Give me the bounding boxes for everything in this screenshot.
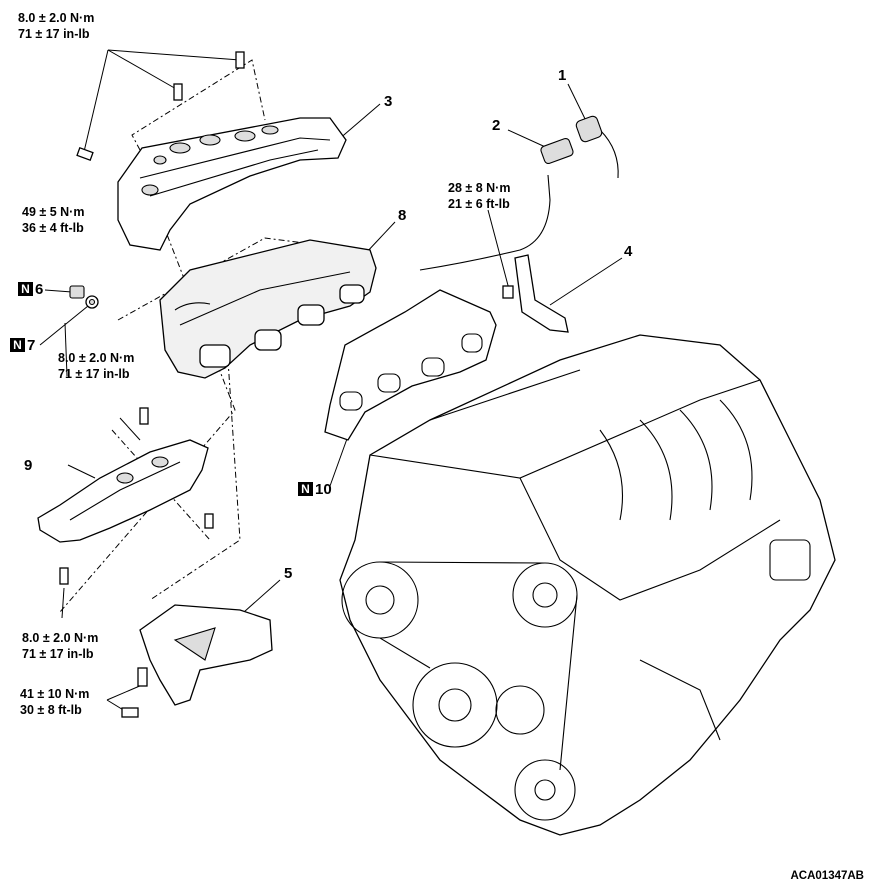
oxygen-sensor [419,115,619,299]
nut-and-washer [69,285,99,309]
torque-imperial: 71 ± 17 in-lb [22,647,94,661]
heat-protector-upper [117,117,347,251]
torque-label-lower-protector-upper-bolt: 8.0 ± 2.0 N·m 71 ± 17 in-lb [58,350,134,382]
torque-nm: 8.0 ± 2.0 N·m [22,631,99,645]
replace-marker: N [298,482,313,496]
exhaust-manifold [159,239,377,379]
torque-nm: 49 ± 5 N·m [22,205,85,219]
torque-nm: 41 ± 10 N·m [20,687,90,701]
torque-nm: 28 ± 8 N·m [448,181,511,195]
torque-label-protector-bolts: 8.0 ± 2.0 N·m 71 ± 17 in-lb [18,10,94,42]
torque-nm: 8.0 ± 2.0 N·m [58,351,135,365]
torque-label-sensor-bracket-bolt: 28 ± 8 N·m 21 ± 6 ft-lb [448,180,510,212]
engine-assembly [339,334,836,836]
torque-label-bracket-bolts: 41 ± 10 N·m 30 ± 8 ft-lb [20,686,89,718]
sensor-bracket [514,254,569,333]
torque-imperial: 30 ± 8 ft-lb [20,703,82,717]
callout-2: 2 [492,117,501,134]
exhaust-manifold-bracket [121,604,273,718]
torque-nm: 8.0 ± 2.0 N·m [18,11,95,25]
exhaust-manifold-gasket [324,289,497,441]
torque-imperial: 36 ± 4 ft-lb [22,221,84,235]
torque-imperial: 21 ± 6 ft-lb [448,197,510,211]
callout-8: 8 [398,207,407,224]
callout-4: 4 [624,243,633,260]
figure-id: ACA01347AB [790,870,864,882]
callout-1: 1 [558,67,567,84]
replace-marker: N [18,282,33,296]
heat-protector-lower [37,407,214,585]
torque-label-lower-protector-bolts: 8.0 ± 2.0 N·m 71 ± 17 in-lb [22,630,98,662]
torque-imperial: 71 ± 17 in-lb [58,367,130,381]
bolts-upper [76,51,245,161]
callout-5: 5 [284,565,293,582]
callout-9: 9 [24,457,33,474]
torque-imperial: 71 ± 17 in-lb [18,27,90,41]
torque-label-manifold-nut: 49 ± 5 N·m 36 ± 4 ft-lb [22,204,84,236]
replace-marker: N [10,338,25,352]
callout-3: 3 [384,93,393,110]
